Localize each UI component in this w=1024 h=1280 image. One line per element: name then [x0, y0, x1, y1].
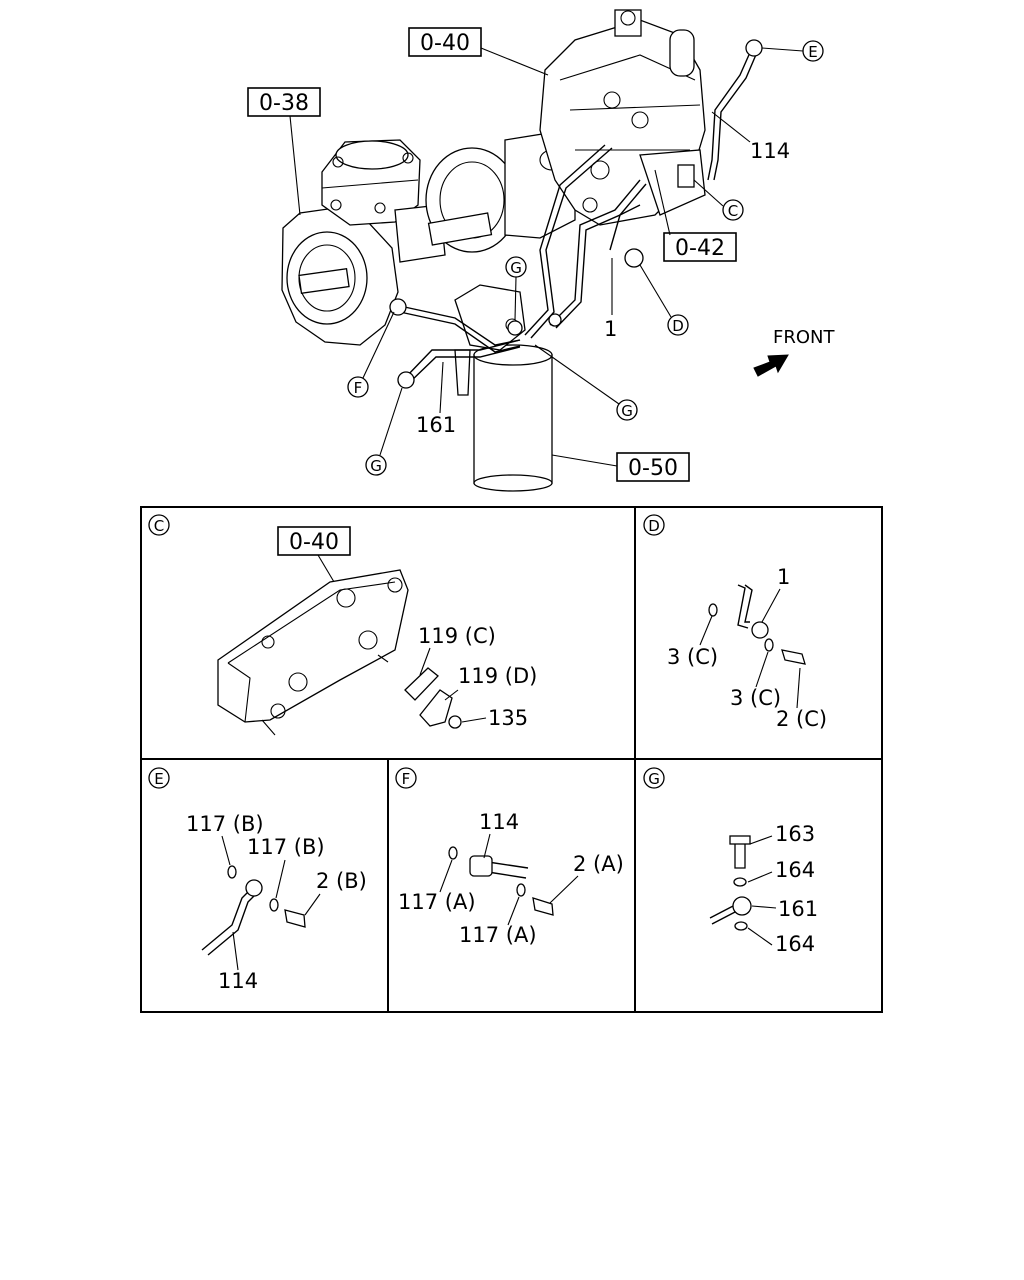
detail-c-marker: C — [154, 517, 164, 535]
fuel-pipes-drawing — [389, 39, 763, 389]
svg-text:0-40: 0-40 — [420, 31, 470, 56]
marker-g-top: G — [505, 256, 527, 278]
svg-text:G: G — [370, 457, 382, 475]
front-arrow-icon — [753, 354, 789, 377]
air-compressor-drawing — [281, 139, 446, 346]
drive-coupling-drawing — [425, 131, 576, 253]
marker-d-main: D — [667, 314, 689, 336]
clip-119d-drawing — [419, 689, 453, 727]
ref-box-filter: 0-50 — [616, 452, 690, 482]
injection-pump-drawing — [539, 9, 706, 226]
banjo-161-drawing — [709, 835, 752, 931]
pipe-114-e-drawing — [201, 865, 306, 956]
nut-135-drawing — [448, 715, 462, 729]
detail-g-marker: G — [648, 770, 660, 788]
svg-text:E: E — [808, 43, 817, 61]
label-119d: 119 (D) — [458, 664, 537, 688]
detail-c-ref-box: 0-40 — [289, 530, 339, 555]
svg-text:C: C — [728, 202, 738, 220]
label-f-114: 114 — [479, 810, 519, 834]
detail-e-marker: E — [154, 770, 163, 788]
label-d-3c-a: 3 (C) — [667, 645, 718, 669]
label-g-161: 161 — [778, 897, 818, 921]
svg-text:0-38: 0-38 — [259, 91, 309, 116]
label-d-3c-b: 3 (C) — [730, 686, 781, 710]
label-e-117b-a: 117 (B) — [186, 812, 264, 836]
pump-housing-drawing — [217, 569, 409, 736]
label-g-164-a: 164 — [775, 858, 815, 882]
ref-box-compressor: 0-38 — [247, 87, 321, 117]
marker-g-bottom: G — [365, 454, 387, 476]
label-119c: 119 (C) — [418, 624, 496, 648]
label-e-2b: 2 (B) — [316, 869, 367, 893]
pipe-1-fitting-drawing — [708, 584, 806, 665]
label-pipe-161: 161 — [416, 413, 456, 437]
detail-d: D 1 3 (C) 3 (C) 2 (C) — [643, 514, 827, 731]
detail-g: G 163 164 161 164 — [643, 767, 818, 956]
clip-119c-drawing — [404, 667, 439, 701]
svg-text:0-50: 0-50 — [628, 456, 678, 481]
front-label: FRONT — [773, 327, 835, 348]
detail-f-marker: F — [402, 770, 411, 788]
label-135: 135 — [488, 706, 528, 730]
label-f-117a-b: 117 (A) — [459, 923, 537, 947]
marker-e: E — [802, 40, 824, 62]
detail-e: E 117 (B) 117 (B) 2 (B) 114 — [148, 767, 367, 993]
label-d-1: 1 — [777, 565, 790, 589]
label-pipe-1: 1 — [604, 317, 617, 341]
marker-c-main: C — [722, 199, 744, 221]
label-g-163: 163 — [775, 822, 815, 846]
svg-text:G: G — [621, 402, 633, 420]
fuel-filter-drawing — [454, 284, 553, 492]
detail-d-marker: D — [648, 517, 660, 535]
label-g-164-b: 164 — [775, 932, 815, 956]
svg-text:0-42: 0-42 — [675, 236, 725, 261]
label-e-117b-b: 117 (B) — [247, 835, 325, 859]
svg-text:F: F — [354, 379, 363, 397]
label-f-2a: 2 (A) — [573, 852, 624, 876]
label-f-117a-a: 117 (A) — [398, 890, 476, 914]
label-e-114: 114 — [218, 969, 258, 993]
label-pipe-114: 114 — [750, 139, 790, 163]
detail-c: C 0-40 119 (C) 119 (D) — [148, 514, 537, 736]
marker-f-main: F — [347, 376, 369, 398]
pipe-114-f-drawing — [448, 846, 554, 916]
svg-text:G: G — [510, 259, 522, 277]
svg-text:D: D — [672, 317, 684, 335]
ref-box-bracket: 0-42 — [663, 232, 737, 262]
main-assembly-view: 0-40 0-38 0-42 0-50 114 1 161 E — [247, 9, 835, 492]
ref-box-pump: 0-40 — [408, 27, 482, 57]
detail-f: F 114 2 (A) 117 (A) 117 (A) — [395, 767, 624, 947]
detail-grid — [140, 506, 883, 1013]
marker-g-right: G — [616, 399, 638, 421]
label-d-2c: 2 (C) — [776, 707, 827, 731]
